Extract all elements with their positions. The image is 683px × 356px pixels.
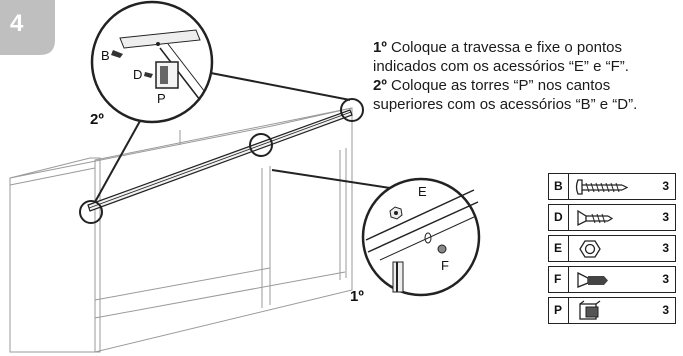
screw-d-drawing bbox=[144, 72, 153, 78]
instructions-text: 1º Coloque a travessa e fixe o pontos in… bbox=[373, 38, 673, 114]
part-row-f: F 3 bbox=[548, 266, 676, 293]
part-letter: B bbox=[554, 179, 563, 193]
long-screw-icon bbox=[575, 179, 629, 195]
part-letter: E bbox=[554, 241, 563, 255]
callout-ring-left bbox=[79, 200, 103, 224]
tower-connector-icon bbox=[579, 300, 601, 320]
cross-beam bbox=[87, 109, 353, 212]
part-qty: 3 bbox=[662, 303, 669, 317]
part-qty: 3 bbox=[662, 272, 669, 286]
part-qty: 3 bbox=[662, 179, 669, 193]
label-p: P bbox=[157, 91, 166, 106]
label-b: B bbox=[101, 48, 110, 63]
part-qty: 3 bbox=[662, 241, 669, 255]
step-badge bbox=[0, 0, 55, 55]
label-e: E bbox=[418, 184, 427, 199]
label-d: D bbox=[133, 67, 142, 82]
part-letter: F bbox=[554, 272, 562, 286]
part-letter: D bbox=[554, 210, 563, 224]
step-marker-1: 1º bbox=[350, 288, 364, 305]
callout-ring-middle bbox=[249, 133, 273, 157]
part-row-e: E 3 bbox=[548, 235, 676, 262]
part-qty: 3 bbox=[662, 210, 669, 224]
part-letter: P bbox=[554, 303, 563, 317]
instruction-2: 2º Coloque as torres “P” nos cantos supe… bbox=[373, 77, 638, 113]
screw-b-drawing bbox=[111, 50, 123, 58]
part-row-p: P 3 bbox=[548, 297, 676, 324]
label-f: F bbox=[441, 258, 449, 273]
cabinet-outline bbox=[9, 107, 353, 353]
top-detail-callout bbox=[90, 0, 214, 124]
callout-ring-right bbox=[340, 98, 364, 122]
dowel-screw-icon bbox=[577, 271, 608, 288]
screw-f-drawing bbox=[437, 244, 447, 254]
part-row-d: D 3 bbox=[548, 204, 676, 231]
short-screw-icon bbox=[577, 209, 614, 227]
parts-list: B 3 D 3 E 3 F bbox=[548, 173, 676, 328]
nut-icon bbox=[579, 240, 601, 258]
right-detail-callout bbox=[361, 177, 481, 297]
step-marker-2: 2º bbox=[90, 111, 104, 128]
instruction-1: 1º Coloque a travessa e fixe o pontos in… bbox=[373, 39, 629, 75]
part-row-b: B 3 bbox=[548, 173, 676, 200]
step-number: 4 bbox=[10, 10, 24, 37]
